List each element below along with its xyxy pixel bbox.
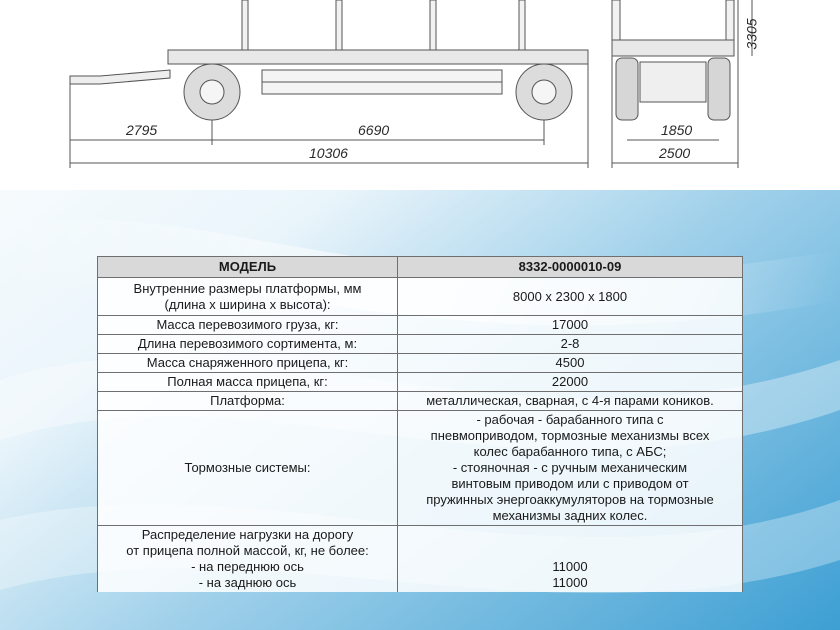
header-model: 8332-0000010-09 [397,256,743,278]
dimension-overall-width: 2500 [659,145,691,161]
value-cell: 22000 [397,372,743,392]
table-row: Внутренние размеры платформы, мм(длина х… [97,277,743,316]
table-row: Тормозные системы: - рабочая - барабанно… [97,410,743,526]
param-cell: Платформа: [97,391,398,411]
value-cell: 2-8 [397,334,743,354]
value-cell: 4500 [397,353,743,373]
value-cell: 11000 11000 [397,525,743,592]
value-cell: - рабочая - барабанного типа с пневмопри… [397,410,743,526]
dimension-drawbar-length: 2795 [126,122,158,138]
param-cell: Внутренние размеры платформы, мм(длина х… [97,277,398,316]
dimension-wheelbase: 6690 [358,122,390,138]
trailer-drawing [69,0,753,168]
value-cell: 17000 [397,315,743,335]
table-header-row: МОДЕЛЬ 8332-0000010-09 [97,256,743,278]
spec-table: МОДЕЛЬ 8332-0000010-09 Внутренние размер… [97,256,743,592]
param-cell: Распределение нагрузки на дорогу от приц… [97,525,398,592]
table-row: Масса перевозимого груза, кг: 17000 [97,315,743,335]
dimension-track-width: 1850 [661,122,693,138]
table-row: Распределение нагрузки на дорогу от приц… [97,525,743,592]
param-cell: Тормозные системы: [97,410,398,526]
header-param: МОДЕЛЬ [97,256,398,278]
table-row: Полная масса прицепа, кг: 22000 [97,372,743,392]
param-cell: Длина перевозимого сортимента, м: [97,334,398,354]
table-row: Масса снаряженного прицепа, кг: 4500 [97,353,743,373]
table-row: Платформа: металлическая, сварная, с 4-я… [97,391,743,411]
param-cell: Полная масса прицепа, кг: [97,372,398,392]
param-cell: Масса перевозимого груза, кг: [97,315,398,335]
param-cell: Масса снаряженного прицепа, кг: [97,353,398,373]
value-cell: 8000 х 2300 х 1800 [397,277,743,316]
table-row: Длина перевозимого сортимента, м: 2-8 [97,334,743,354]
dimension-height: 3305 [743,18,760,50]
dimension-overall-length: 10306 [309,145,348,161]
value-cell: металлическая, сварная, с 4-я парами кон… [397,391,743,411]
